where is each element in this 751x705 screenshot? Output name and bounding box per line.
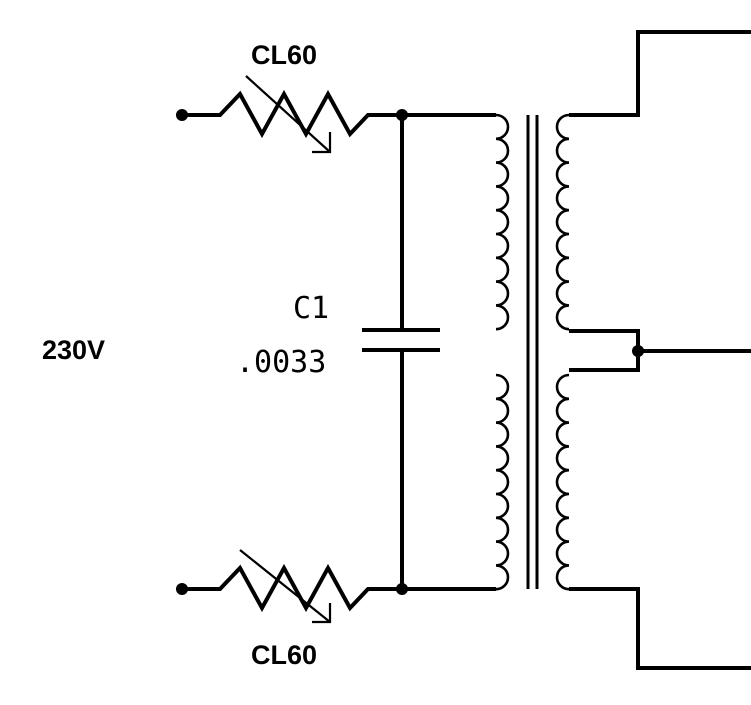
capacitor-value-label: .0033 [236,345,326,380]
thermistor-bottom-arrowhead [312,603,332,624]
thermistor-top-arrowhead [312,132,332,154]
secondary-bottom-output-wire [569,587,751,670]
center-tap-junction [632,345,644,357]
secondary-top-output-wire [569,30,751,117]
primary-coil-lower [495,373,510,591]
capacitor-c1 [362,115,440,589]
transformer-secondary-winding [555,113,570,591]
input-voltage-label: 230V [42,335,105,365]
thermistor-top-body [182,89,402,139]
secondary-coil-upper [555,113,570,331]
primary-coil-upper [495,113,510,331]
thermistor-bottom [182,549,402,624]
secondary-coil-lower [555,373,570,591]
thermistor-top-label: CL60 [251,40,317,70]
transformer-primary-winding [495,113,510,591]
thermistor-top [182,75,402,154]
capacitor-name-label: C1 [293,291,329,326]
thermistor-top-arrow [245,75,331,153]
thermistor-bottom-label: CL60 [251,640,317,670]
thermistor-bottom-arrow [239,549,331,623]
secondary-center-tap-wire [569,329,640,372]
thermistor-bottom-body [182,563,402,613]
